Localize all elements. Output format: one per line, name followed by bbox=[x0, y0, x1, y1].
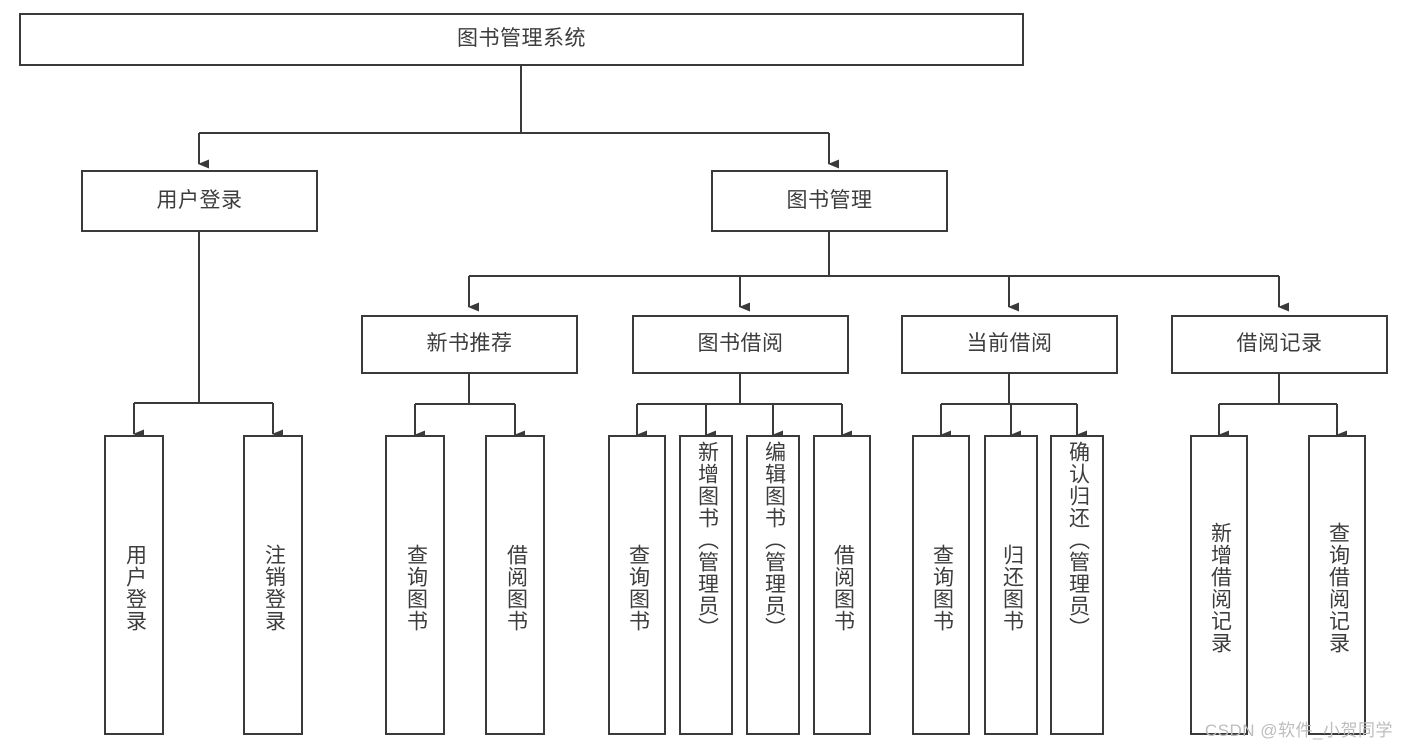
node-label: 查询借阅记录 bbox=[1326, 522, 1350, 654]
node-leaf-confirm-return-admin[interactable]: 确认归还（管理员） bbox=[1050, 435, 1104, 735]
node-label: 查询图书 bbox=[404, 544, 428, 632]
node-leaf-edit-book-admin[interactable]: 编辑图书（管理员） bbox=[746, 435, 800, 735]
node-current-borrow[interactable]: 当前借阅 bbox=[901, 315, 1118, 374]
node-borrow-record[interactable]: 借阅记录 bbox=[1171, 315, 1388, 374]
node-root-system[interactable]: 图书管理系统 bbox=[19, 13, 1024, 66]
node-label: 当前借阅 bbox=[966, 332, 1053, 356]
node-new-book-recommend[interactable]: 新书推荐 bbox=[361, 315, 578, 374]
node-leaf-return-book[interactable]: 归还图书 bbox=[984, 435, 1038, 735]
node-label: 归还图书 bbox=[1000, 544, 1024, 632]
watermark-credit: CSDN @软件_小贺同学 bbox=[1204, 721, 1393, 740]
node-label: 查询图书 bbox=[930, 544, 954, 632]
node-leaf-logout[interactable]: 注销登录 bbox=[243, 435, 303, 735]
node-label: 用户登录 bbox=[123, 544, 147, 632]
node-leaf-query-book-borrow[interactable]: 查询图书 bbox=[608, 435, 666, 735]
node-label: 新增图书（管理员） bbox=[695, 441, 719, 639]
node-label: 确认归还（管理员） bbox=[1066, 441, 1090, 639]
node-leaf-query-borrow-record[interactable]: 查询借阅记录 bbox=[1308, 435, 1366, 735]
node-leaf-borrow-book-recommend[interactable]: 借阅图书 bbox=[485, 435, 545, 735]
node-leaf-user-login[interactable]: 用户登录 bbox=[104, 435, 164, 735]
node-label: 图书管理系统 bbox=[457, 27, 586, 51]
node-leaf-query-book-current[interactable]: 查询图书 bbox=[912, 435, 970, 735]
node-label: 编辑图书（管理员） bbox=[762, 441, 786, 639]
node-leaf-add-borrow-record[interactable]: 新增借阅记录 bbox=[1190, 435, 1248, 735]
node-leaf-borrow-book[interactable]: 借阅图书 bbox=[813, 435, 871, 735]
node-leaf-add-book-admin[interactable]: 新增图书（管理员） bbox=[679, 435, 733, 735]
node-label: 查询图书 bbox=[626, 544, 650, 632]
node-label: 借阅图书 bbox=[504, 544, 528, 632]
node-label: 借阅图书 bbox=[831, 544, 855, 632]
node-label: 图书管理 bbox=[786, 188, 873, 212]
node-label: 用户登录 bbox=[156, 188, 243, 212]
node-user-login[interactable]: 用户登录 bbox=[81, 170, 318, 232]
node-leaf-query-book-recommend[interactable]: 查询图书 bbox=[385, 435, 445, 735]
node-label: 新增借阅记录 bbox=[1208, 522, 1232, 654]
node-book-manage[interactable]: 图书管理 bbox=[711, 170, 948, 232]
node-book-borrow[interactable]: 图书借阅 bbox=[632, 315, 849, 374]
node-label: 借阅记录 bbox=[1236, 332, 1323, 356]
node-label: 图书借阅 bbox=[697, 332, 784, 356]
node-label: 注销登录 bbox=[262, 544, 286, 632]
node-label: 新书推荐 bbox=[426, 332, 513, 356]
